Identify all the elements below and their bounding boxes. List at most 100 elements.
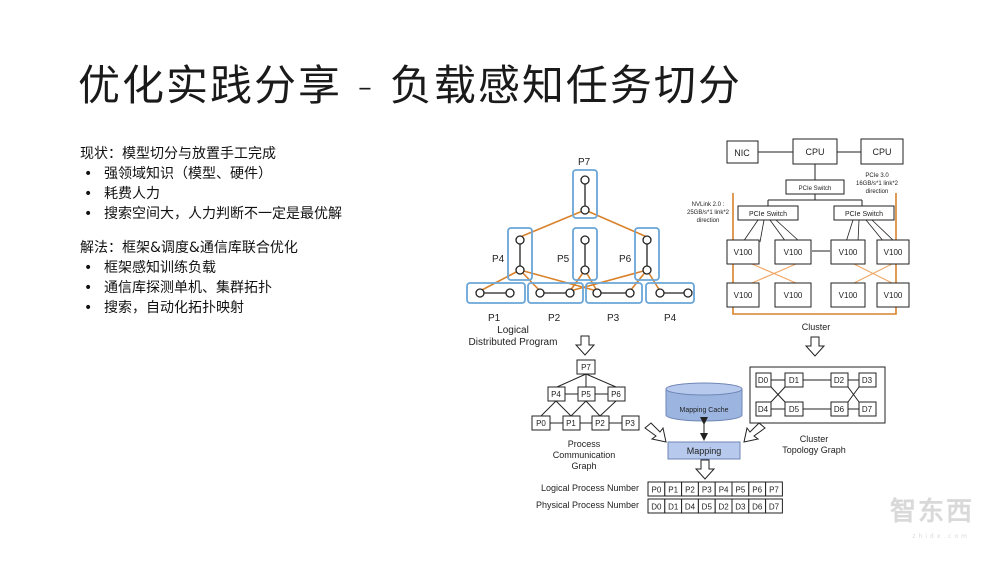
logical-cell: P6 <box>752 486 762 495</box>
group-box-p4 <box>507 227 533 281</box>
gpu-box <box>876 239 910 265</box>
ctg-caption: Cluster <box>800 434 829 444</box>
cpu-box <box>860 138 904 165</box>
gpu-box <box>726 282 760 308</box>
ctg-node: D2 <box>834 376 845 385</box>
gpu-box <box>774 282 812 308</box>
tree-mid-label: P4 <box>492 254 505 265</box>
logical-cell: P0 <box>652 486 662 495</box>
ctg-node: D5 <box>789 405 800 414</box>
current-bullet: 搜索空间大，人力判断不一定是最优解 <box>80 204 410 224</box>
pcg-caption: Communication <box>553 450 616 460</box>
ctg-caption: Topology Graph <box>782 445 846 455</box>
pcg-node: P4 <box>551 390 561 399</box>
gpu-box <box>830 282 866 308</box>
tree-caption: Distributed Program <box>469 337 558 348</box>
pcie-switch-label: PCIe Switch <box>845 211 883 218</box>
current-bullet: 耗费人力 <box>80 184 410 204</box>
pcg-node: P3 <box>625 419 635 428</box>
solution-bullet: 通信库探测单机、集群拓扑 <box>80 278 410 298</box>
process-communication-graph: P7 P4 P5 P6 P0 P1 P2 P3 Process Communic… <box>531 359 640 471</box>
cpu-box <box>792 138 838 165</box>
nvlink-note: 25GB/s*1 link*2 <box>687 210 730 216</box>
logical-cell: P2 <box>685 486 695 495</box>
cpu-label: CPU <box>805 147 824 157</box>
watermark-logo: 智东西 <box>889 497 974 527</box>
group-box-p3 <box>585 282 643 304</box>
tree-leaf-label: P3 <box>607 313 620 324</box>
pcie-note: direction <box>866 189 889 195</box>
tree-mid-label: P5 <box>557 254 570 265</box>
current-bullet: 强领域知识（模型、硬件） <box>80 164 410 184</box>
solution-heading: 解法：框架&调度&通信库联合优化 <box>80 240 298 256</box>
pcie-switch <box>833 205 895 221</box>
flow-arrows <box>574 335 826 480</box>
gpu-label: V100 <box>734 248 753 257</box>
solution-bullet: 框架感知训练负载 <box>80 258 410 278</box>
nic-label: NIC <box>734 148 750 158</box>
logical-program-tree: P7 P4 P5 P6 P1 P2 P3 P4 Logical Distribu… <box>466 157 695 348</box>
logical-cell: P4 <box>719 486 729 495</box>
nvlink-note: NVLink 2.0 : <box>692 202 725 208</box>
pcie-note: 16GB/s*1 link*2 <box>856 181 899 187</box>
gpu-label: V100 <box>734 291 753 300</box>
pcie-switch-top <box>785 179 845 195</box>
gpu-label: V100 <box>784 291 803 300</box>
pcg-node: P6 <box>611 390 621 399</box>
current-heading: 现状：模型切分与放置手工完成 <box>80 146 276 162</box>
group-box-p4-leaf <box>645 282 695 304</box>
gpu-box <box>726 239 760 265</box>
ctg-node: D4 <box>758 405 769 414</box>
physical-cell: D6 <box>752 503 763 512</box>
down-arrow-icon <box>574 335 596 356</box>
gpu-box <box>774 239 812 265</box>
cluster-hardware: NIC CPU CPU V100 V100 V100 V100 V100 V10… <box>687 138 910 332</box>
pcg-caption: Graph <box>571 461 596 471</box>
pcg-node: P0 <box>536 419 546 428</box>
gpu-label: V100 <box>839 248 858 257</box>
diagonal-arrow-icon <box>743 422 766 443</box>
pcie-switch <box>737 205 799 221</box>
notes-panel: 现状：模型切分与放置手工完成 强领域知识（模型、硬件） 耗费人力 搜索空间大，人… <box>80 144 410 318</box>
cluster-caption: Cluster <box>802 322 831 332</box>
down-arrow-icon <box>694 459 716 480</box>
pcg-node: P2 <box>595 419 605 428</box>
tree-leaf-label: P2 <box>548 313 561 324</box>
physical-cell: D1 <box>668 503 679 512</box>
ctg-node: D7 <box>862 405 873 414</box>
pcg-caption: Process <box>568 439 601 449</box>
slide-title: 优化实践分享 - 负载感知任务切分 <box>78 61 742 110</box>
group-box-p6 <box>634 227 660 281</box>
tree-leaf-label: P1 <box>488 313 501 324</box>
watermark-url: zhidx.com <box>912 533 970 540</box>
ctg-node: D0 <box>758 376 769 385</box>
gpu-box <box>830 239 866 265</box>
gpu-label: V100 <box>884 248 903 257</box>
group-box-p2 <box>527 282 584 304</box>
physical-cell: D0 <box>651 503 662 512</box>
logical-cell: P5 <box>736 486 746 495</box>
pcg-node: P1 <box>566 419 576 428</box>
solution-bullet: 搜索，自动化拓扑映射 <box>80 298 410 318</box>
ctg-node: D1 <box>789 376 800 385</box>
pcie-switch-label: PCIe Switch <box>749 211 787 218</box>
physical-cell: D2 <box>718 503 729 512</box>
group-box-p5 <box>572 227 598 281</box>
tree-caption: Logical <box>497 325 529 336</box>
physical-row-label: Physical Process Number <box>536 500 639 510</box>
cpu-label: CPU <box>872 147 891 157</box>
group-box-p1 <box>466 282 526 304</box>
mapping-cache-label: Mapping Cache <box>679 407 728 414</box>
down-arrow-icon <box>804 336 826 357</box>
ctg-node: D3 <box>862 376 873 385</box>
gpu-label: V100 <box>839 291 858 300</box>
logical-cell-box <box>765 481 783 497</box>
database-icon <box>665 382 743 422</box>
logical-row-label: Logical Process Number <box>541 483 639 493</box>
ctg-node: D6 <box>834 405 845 414</box>
pcg-node: P7 <box>581 363 591 372</box>
nvlink-note: direction <box>697 218 720 224</box>
tree-mid-label: P6 <box>619 254 632 265</box>
physical-cell: D7 <box>769 503 780 512</box>
diagonal-arrow-icon <box>644 422 667 443</box>
